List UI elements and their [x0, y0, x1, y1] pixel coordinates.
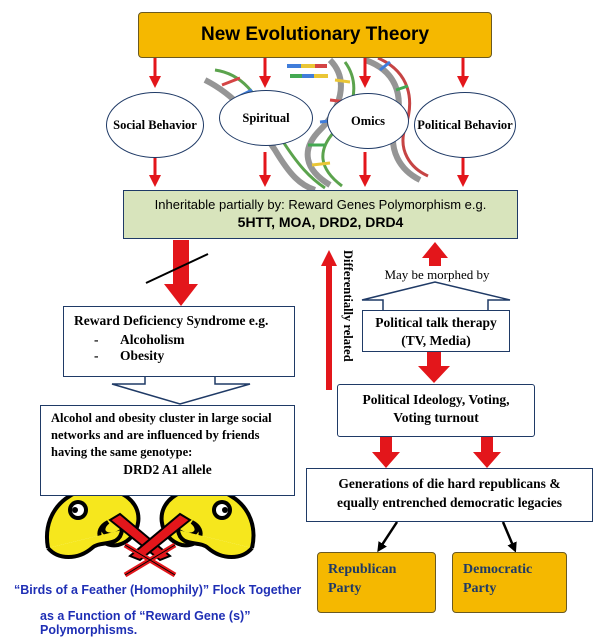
- alcohol-cluster-text: Alcohol and obesity cluster in large soc…: [51, 411, 272, 459]
- oval-spiritual: Spiritual: [219, 90, 313, 146]
- morphed-label: May be morphed by: [384, 267, 490, 282]
- differentially-related-label: Differentially related: [341, 250, 355, 362]
- genes-list: 5HTT, MOA, DRD2, DRD4: [237, 214, 404, 230]
- oval-political-behavior: Political Behavior: [414, 92, 516, 158]
- hollow-down-arrow: [111, 377, 251, 405]
- republican-party-box: Republican Party: [317, 552, 436, 613]
- rds-item: -Obesity: [94, 348, 165, 363]
- ideology-generations-arrows: [372, 437, 501, 468]
- democratic-party-box: Democratic Party: [452, 552, 567, 613]
- alcohol-cluster-box: Alcohol and obesity cluster in large soc…: [40, 405, 295, 496]
- generations-line2: equally entrenched democratic legacies: [336, 494, 563, 510]
- oval-social-behavior: Social Behavior: [106, 92, 204, 158]
- oval-omics: Omics: [327, 93, 409, 149]
- ideology-line1: Political Ideology, Voting,: [362, 392, 510, 407]
- hollow-up-arrow: [361, 281, 511, 310]
- talk-therapy-title: Political talk therapy: [375, 315, 497, 330]
- generations-box: Generations of die hard republicans & eq…: [306, 468, 593, 522]
- ideology-line2: Voting turnout: [393, 410, 479, 426]
- rds-item: -Alcoholism: [94, 332, 185, 347]
- birds-image: [44, 486, 256, 578]
- caption-line1: “Birds of a Feather (Homophily)” Flock T…: [14, 583, 302, 597]
- differentially-arrow: [321, 250, 337, 390]
- inheritable-box: Inheritable partially by: Reward Genes P…: [123, 190, 518, 239]
- rds-box: Reward Deficiency Syndrome e.g. -Alcohol…: [63, 306, 295, 377]
- generations-line1: Generations of die hard republicans &: [338, 476, 561, 491]
- talk-ideology-arrow: [418, 352, 450, 383]
- generations-party-arrows: [377, 521, 517, 553]
- blocked-arrow: [145, 240, 209, 306]
- inheritable-text: Inheritable partially by: Reward Genes P…: [154, 197, 487, 212]
- ideology-box: Political Ideology, Voting, Voting turno…: [337, 384, 535, 437]
- rds-heading: Reward Deficiency Syndrome e.g.: [74, 313, 269, 328]
- rds-item-obesity: Obesity: [120, 348, 165, 363]
- caption-line2: as a Function of “Reward Gene (s)” Polym…: [40, 609, 251, 637]
- diagram-title: New Evolutionary Theory: [138, 12, 492, 58]
- allele-text: DRD2 A1 allele: [123, 461, 212, 477]
- rds-item-alcoholism: Alcoholism: [120, 332, 185, 347]
- talk-therapy-box: Political talk therapy (TV, Media): [362, 310, 510, 352]
- top-arrows: [149, 56, 469, 88]
- up-arrow-inherit: [422, 242, 448, 266]
- talk-therapy-media: (TV, Media): [401, 332, 471, 348]
